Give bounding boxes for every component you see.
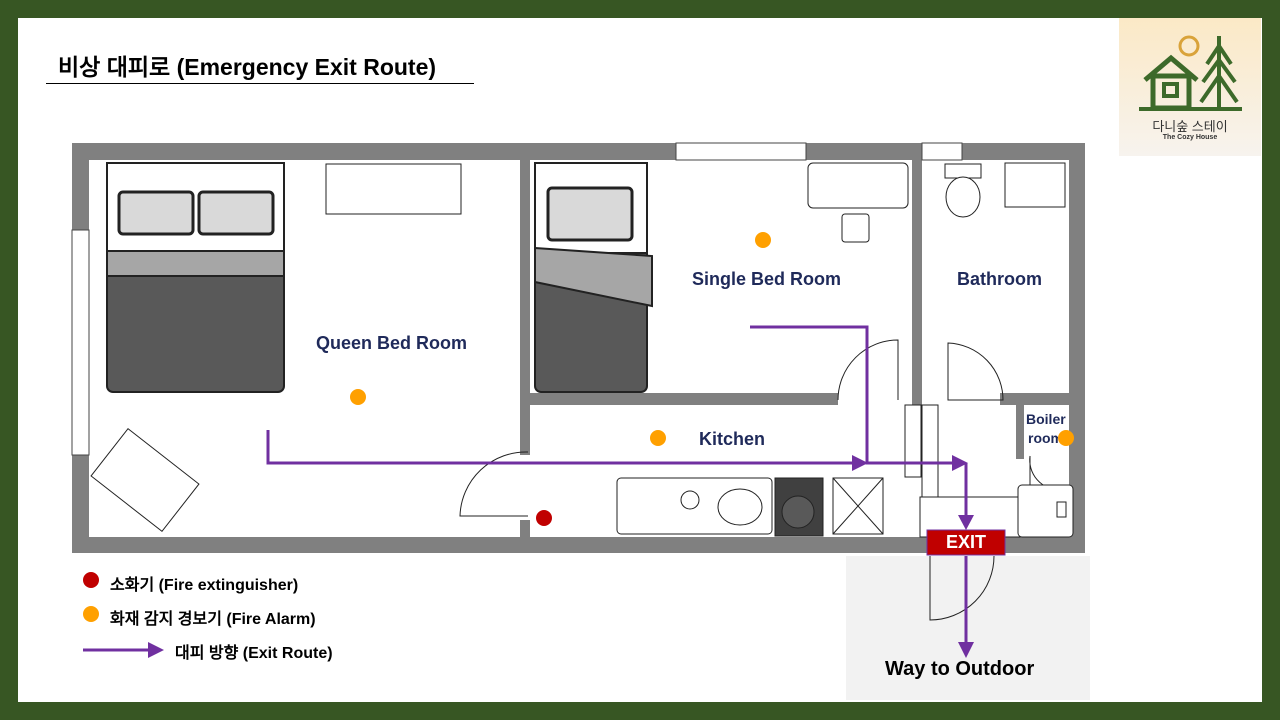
legend-alarm: 화재 감지 경보기 (Fire Alarm) xyxy=(110,611,316,628)
window xyxy=(921,142,963,161)
queen-bed xyxy=(106,162,285,393)
toilet xyxy=(944,163,982,218)
room-label-boiler: Boiler xyxy=(1026,411,1066,427)
legend-extinguisher: 소화기 (Fire extinguisher) xyxy=(110,577,299,594)
desk xyxy=(807,162,909,209)
sofa xyxy=(325,163,462,215)
window xyxy=(71,229,90,456)
room-label-boiler-2: room xyxy=(1028,430,1058,446)
title-divider xyxy=(46,83,474,84)
exit-sign xyxy=(926,529,1006,556)
room-label-kitchen: Kitchen xyxy=(699,429,766,449)
logo-name-ko: 다니숲 스테이 xyxy=(1152,119,1228,134)
suitcase xyxy=(90,427,200,533)
fire-alarm-icons xyxy=(350,232,1074,446)
room-label-bathroom: Bathroom xyxy=(957,269,1042,289)
legend-arrow-icon xyxy=(83,642,164,658)
legend-alarm-icon xyxy=(83,606,99,622)
fire-extinguisher-icon xyxy=(536,510,552,526)
route-arrowheads xyxy=(852,455,974,658)
chair xyxy=(841,213,870,243)
house-tree-logo-icon xyxy=(1139,35,1242,111)
single-bed xyxy=(534,162,653,393)
logo: 다니숲 스테이 The Cozy House xyxy=(1119,18,1261,156)
page-title: 비상 대피로 (Emergency Exit Route) xyxy=(58,54,437,80)
kitchen-counter xyxy=(616,477,1074,538)
room-label-single: Single Bed Room xyxy=(692,269,842,289)
sink xyxy=(1004,162,1066,208)
room-label-queen: Queen Bed Room xyxy=(316,333,468,353)
legend-extinguisher-icon xyxy=(83,572,99,588)
exit-sign-label: EXIT xyxy=(945,532,986,552)
outdoor-label: Way to Outdoor xyxy=(885,658,1035,680)
exit-route xyxy=(266,325,968,648)
window xyxy=(675,142,807,161)
outdoor-area xyxy=(846,556,1090,700)
logo-name-en: The Cozy House xyxy=(1162,134,1218,141)
legend-route: 대피 방향 (Exit Route) xyxy=(175,645,333,662)
